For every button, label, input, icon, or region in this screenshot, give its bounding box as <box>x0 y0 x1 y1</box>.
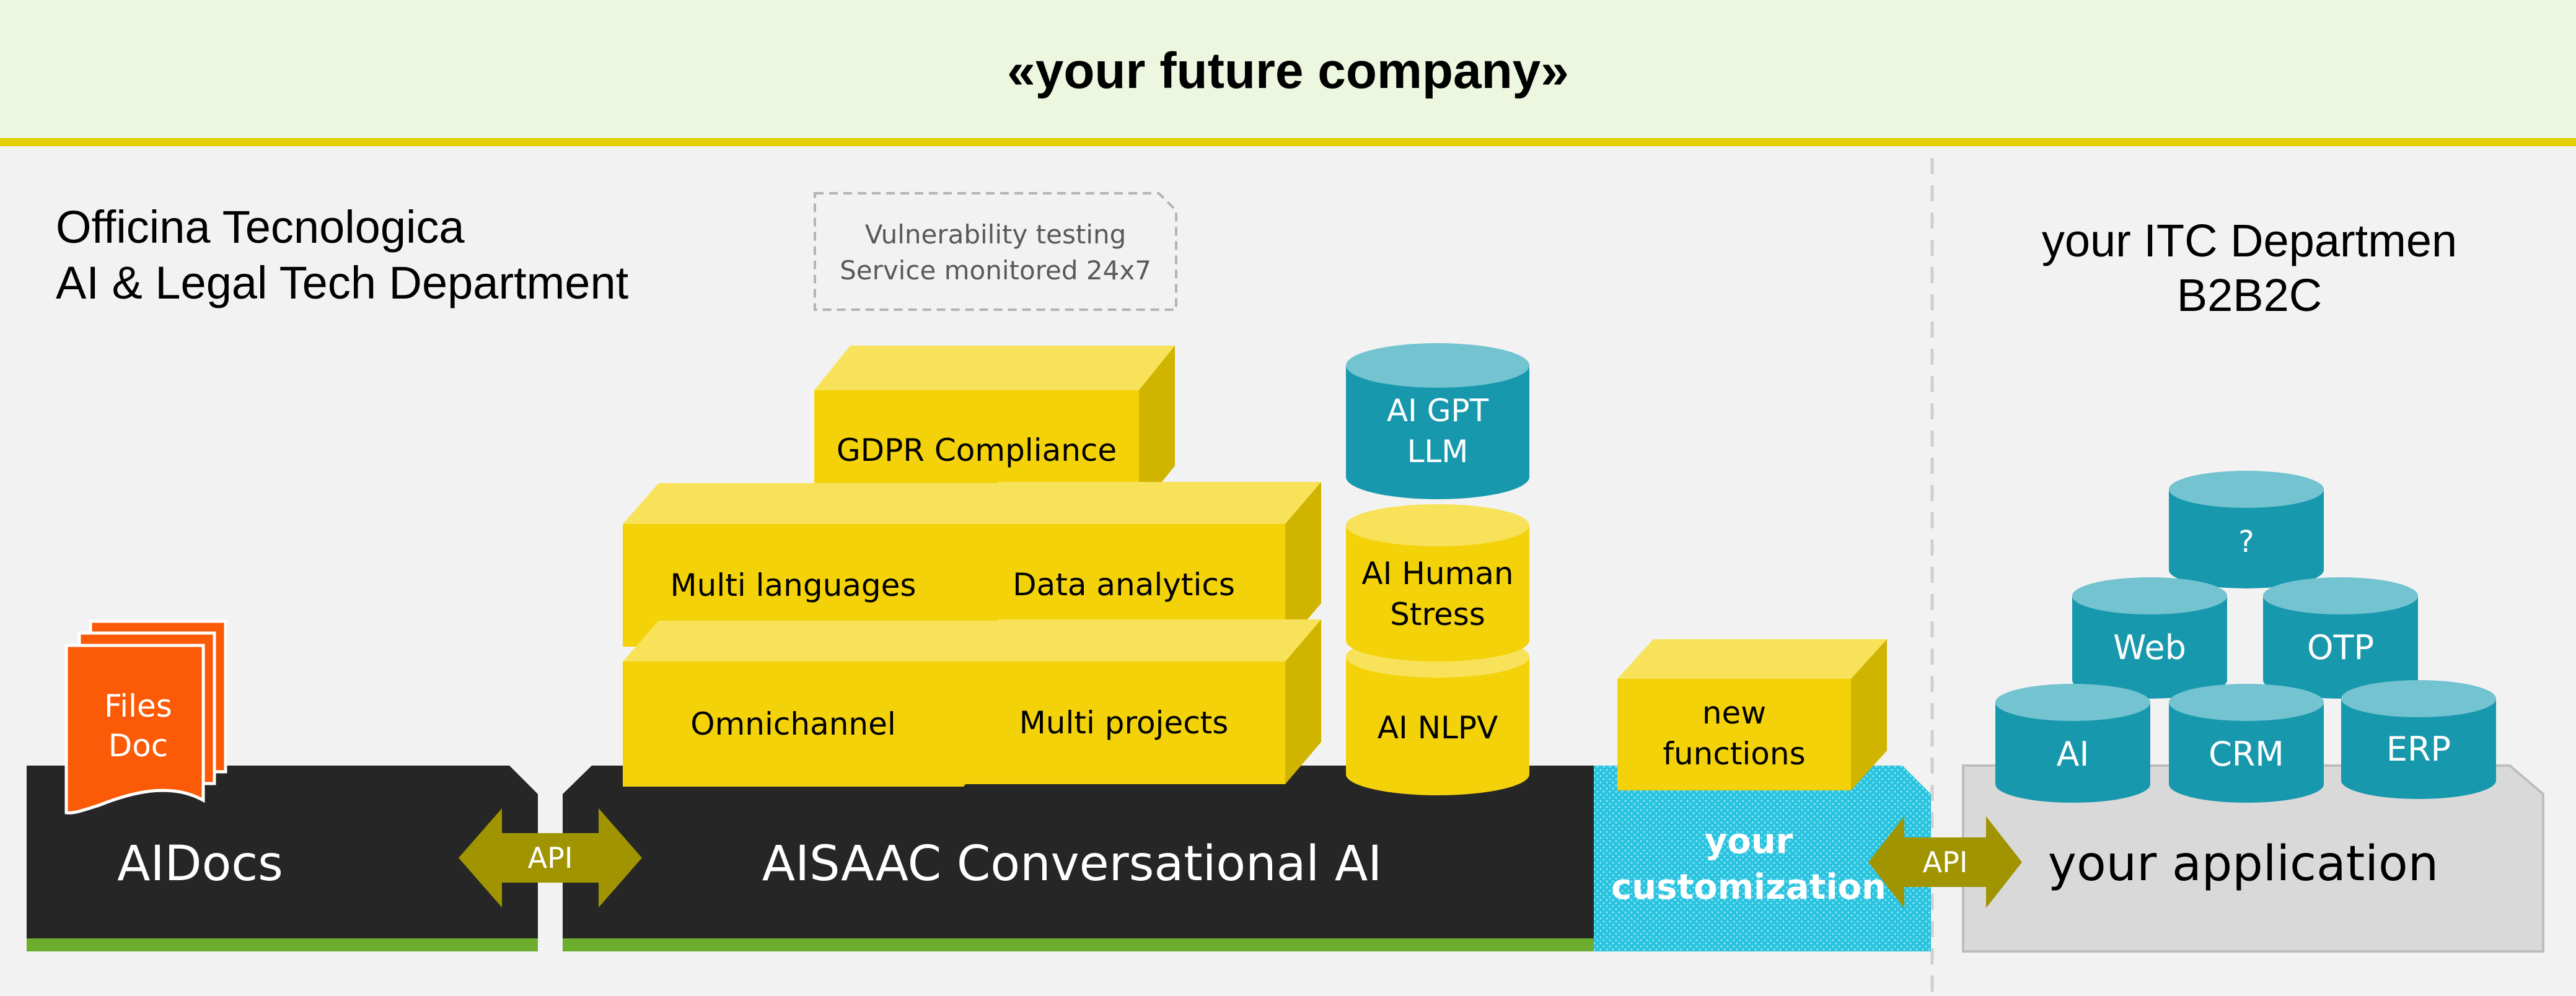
page-title: «your future company» <box>1007 43 1569 99</box>
security-note: Vulnerability testing Service monitored … <box>815 217 1176 289</box>
left-team-label: Officina Tecnologica AI & Legal Tech Dep… <box>56 199 628 311</box>
right-team-line2: B2B2C <box>2176 269 2323 321</box>
multi-projects-label: Multi projects <box>1019 705 1229 741</box>
omnichannel-label: Omnichannel <box>690 706 896 742</box>
aisaac-platform <box>563 766 1594 951</box>
customization-platform <box>1594 766 1931 951</box>
files-doc-label: Files Doc <box>79 686 197 766</box>
ai-nlpv-label: AI NLPV <box>1377 710 1498 746</box>
crm-cylinder <box>2169 684 2324 803</box>
ai-gpt-line2: LLM <box>1407 434 1469 470</box>
aidocs-platform <box>27 766 538 951</box>
ai-cylinder <box>1995 684 2150 803</box>
api-left-label: API <box>527 841 573 875</box>
header-divider <box>0 138 2576 146</box>
ai-human-stress-line2: Stress <box>1390 596 1485 632</box>
application-label: your application <box>2047 836 2439 892</box>
customization-line2: customization <box>1611 867 1886 907</box>
otp-cylinder <box>2263 577 2418 699</box>
erp-cylinder <box>2341 680 2496 799</box>
aisaac-label: AISAAC Conversational AI <box>762 836 1383 892</box>
right-team-line1: your ITC Departmen <box>2041 215 2458 266</box>
api-arrow-right <box>1868 816 2022 908</box>
new-functions-label: new functions <box>1617 692 1851 774</box>
files-doc-line2: Doc <box>108 728 169 764</box>
data-analytics-label: Data analytics <box>1013 567 1235 603</box>
omnichannel-box <box>623 621 1000 787</box>
security-note-box <box>814 192 1177 311</box>
files-doc-line1: Files <box>104 688 172 724</box>
aidocs-label: AIDocs <box>117 836 283 892</box>
ai-gpt-llm-cylinder <box>1346 343 1529 499</box>
ai-gpt-llm-label: AI GPT LLM <box>1346 390 1529 472</box>
right-team-label: your ITC Departmen B2B2C <box>2008 214 2491 323</box>
crm-label: CRM <box>2209 734 2284 774</box>
otp-label: OTP <box>2306 627 2375 667</box>
customization-line1: your <box>1704 821 1793 862</box>
new-functions-box <box>1617 639 1887 790</box>
left-team-line1: Officina Tecnologica <box>56 201 465 253</box>
multi-languages-label: Multi languages <box>670 567 917 603</box>
left-team-line2: AI & Legal Tech Department <box>56 257 629 308</box>
security-note-line2: Service monitored 24x7 <box>840 255 1151 286</box>
gdpr-compliance-label: GDPR Compliance <box>836 432 1117 468</box>
web-cylinder <box>2072 577 2227 699</box>
ai-human-stress-label: AI Human Stress <box>1346 553 1529 635</box>
new-functions-line1: new <box>1702 695 1767 731</box>
security-note-line1: Vulnerability testing <box>864 219 1127 250</box>
ai-human-stress-cylinder <box>1346 504 1529 662</box>
ai-gpt-line1: AI GPT <box>1386 393 1489 429</box>
erp-label: ERP <box>2386 729 2451 769</box>
api-right-label: API <box>1922 845 1968 879</box>
files-doc-icon <box>64 619 227 815</box>
api-arrow-left <box>459 808 642 907</box>
header-band <box>0 0 2576 138</box>
ai-human-stress-line1: AI Human <box>1361 556 1514 592</box>
unknown-cylinder <box>2169 471 2324 588</box>
new-functions-line2: functions <box>1663 736 1806 772</box>
customization-label: your customization <box>1594 819 1904 911</box>
multi-projects-box <box>962 619 1321 784</box>
unknown-label: ? <box>2238 525 2254 559</box>
web-label: Web <box>2113 627 2186 667</box>
ai-label: AI <box>2056 734 2090 774</box>
